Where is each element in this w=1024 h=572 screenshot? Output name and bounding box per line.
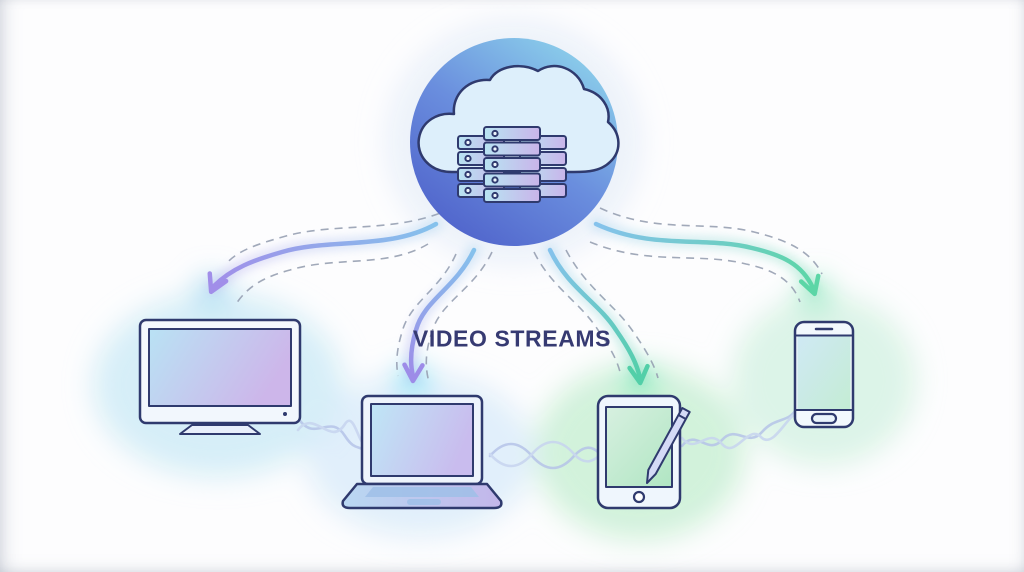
tv-icon [138,318,302,435]
laptop-touchpad [407,499,441,505]
dashed-guide [589,241,801,303]
phone-screen [797,336,851,410]
server-rack-icon [457,126,567,203]
signal-wave-laptop-tablet [488,440,601,470]
arrow-cloud-to-tv [207,218,442,295]
laptop-screen [370,403,474,477]
stream-arrows [207,218,821,386]
arrowhead-icon [402,362,425,384]
laptop-icon [341,394,503,510]
arrow-cloud-to-tablet [544,244,650,386]
tv-power-led [283,412,287,416]
dashed-guide [225,207,453,265]
dashed-guide [396,253,457,377]
video-streams-label: VIDEO STREAMS [412,325,612,352]
dashed-guide [425,251,493,383]
arrowhead-icon [798,273,821,297]
dashed-guide [565,249,659,379]
phone-home-button [810,412,838,425]
dashed-guide [599,207,823,275]
dashed-guides [225,207,823,383]
tablet-home-button [632,490,646,504]
smartphone-icon [793,320,855,429]
signal-wave-tablet-phone [680,406,799,450]
laptop-keyboard [365,487,479,497]
arrow-cloud-to-phone [590,218,821,297]
stylus-icon [646,407,691,484]
server-stack-front [483,126,541,203]
dashed-guide [235,243,429,305]
signal-waves [296,406,799,470]
tablet-stylus-icon [596,394,691,510]
cloud-server-hub [410,38,620,246]
dashed-guide [533,251,622,377]
signal-wave-tv-laptop [296,416,366,452]
arrow-cloud-to-laptop [402,244,480,384]
arrowhead-icon [207,271,229,295]
arrowhead-icon [627,363,650,386]
tv-stand-base [179,424,261,435]
tv-screen [148,328,292,407]
